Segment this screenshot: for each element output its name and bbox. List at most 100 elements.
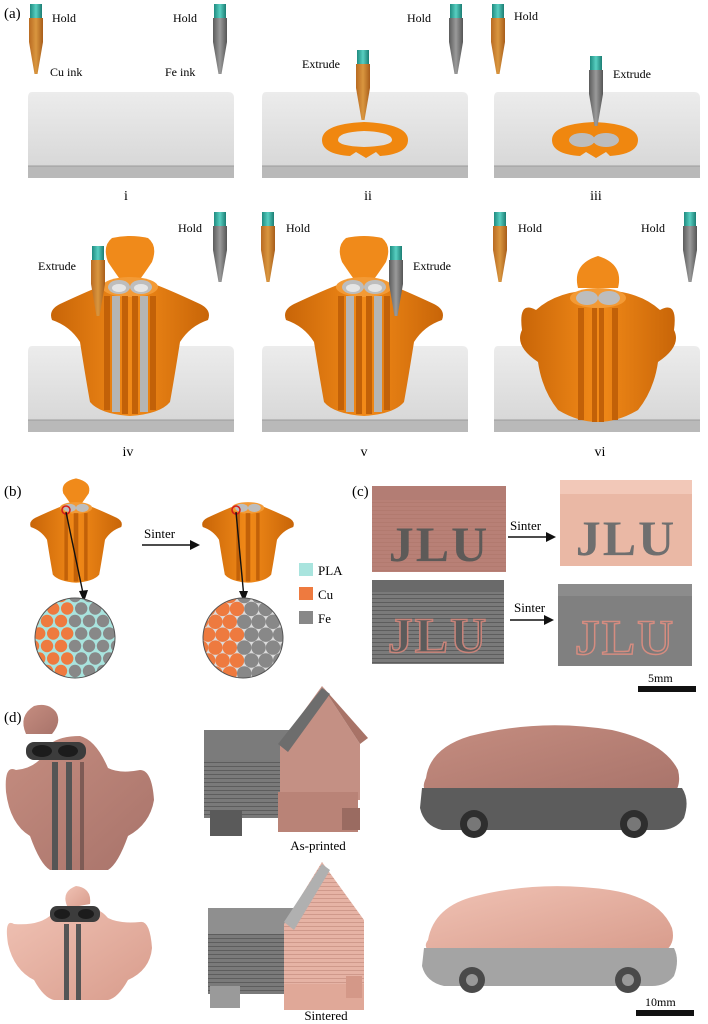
house-sintered <box>208 862 364 1010</box>
particle <box>265 614 281 629</box>
particle <box>302 679 316 693</box>
particle <box>222 640 237 655</box>
green-part-model <box>30 478 122 583</box>
legend-label-fe: Fe <box>318 611 331 626</box>
particle <box>237 666 252 678</box>
particle <box>208 614 223 629</box>
hold-tag: Hold <box>407 11 431 25</box>
panel-c-label: (c) <box>352 484 369 500</box>
particle <box>258 627 273 642</box>
step-numeral: iv <box>123 445 134 460</box>
hold-tag: Hold <box>514 9 538 23</box>
particle <box>103 677 115 678</box>
step-iv: Extrude Hold iv <box>27 212 235 460</box>
particle <box>237 640 252 655</box>
fe-nozzle-icon <box>449 4 463 74</box>
car-as-printed <box>420 725 687 838</box>
particle <box>273 627 283 642</box>
cu-nozzle-icon <box>29 4 43 74</box>
sintered-part-model <box>202 502 294 583</box>
fe-nozzle-icon <box>683 212 697 282</box>
block-letters: JLU <box>576 510 676 566</box>
particle <box>35 598 40 603</box>
step-i: Hold Cu ink Hold Fe ink i <box>27 4 235 204</box>
cu-ink-tag: Cu ink <box>50 65 82 79</box>
particle <box>237 598 252 604</box>
particle <box>125 590 137 602</box>
particle <box>259 679 273 693</box>
particle <box>125 640 137 652</box>
particle <box>273 679 287 693</box>
particle <box>47 652 60 665</box>
sinter-label: Sinter <box>144 526 176 541</box>
sinter-arrow-head <box>546 532 556 542</box>
step-ii: Extrude Hold ii <box>261 4 469 204</box>
zoom-pointer-head <box>79 590 88 602</box>
particle <box>229 653 245 668</box>
particle <box>280 598 283 604</box>
particle <box>125 615 137 627</box>
sintered-particle-view <box>201 597 316 693</box>
panel-b-label: (b) <box>4 484 22 500</box>
legend-swatch-cu <box>299 587 313 600</box>
printed-ring <box>322 122 408 158</box>
particle <box>280 614 283 629</box>
sinter-arrow-head <box>190 540 200 550</box>
step-numeral: ii <box>364 189 372 204</box>
zoom-pointer-head <box>239 591 248 602</box>
part-sintered <box>6 886 152 1000</box>
scale-bar-label: 10mm <box>645 995 676 1009</box>
step-vi: Hold Hold vi <box>493 212 701 460</box>
particle <box>117 652 129 664</box>
part-model-complete <box>520 256 676 422</box>
step-numeral: iii <box>590 189 602 204</box>
particle <box>222 614 237 629</box>
extrude-tag: Extrude <box>38 259 76 273</box>
sinter-label: Sinter <box>510 518 542 533</box>
legend: PLA Cu Fe <box>299 563 343 626</box>
particle <box>208 598 223 604</box>
particle <box>287 679 301 693</box>
particle <box>287 653 301 667</box>
sinter-label: Sinter <box>514 600 546 615</box>
particle <box>265 598 281 604</box>
particle <box>40 598 54 603</box>
hold-tag: Hold <box>178 221 202 235</box>
legend-swatch-pla <box>299 563 313 576</box>
particle <box>244 601 259 617</box>
particle <box>215 679 229 693</box>
caption-as-printed: As-printed <box>290 838 346 853</box>
sinter-arrow-head <box>544 615 554 625</box>
particle <box>40 639 54 653</box>
extrude-tag: Extrude <box>613 67 651 81</box>
particle <box>302 653 316 667</box>
particle <box>68 639 82 653</box>
particle <box>203 598 209 604</box>
particle <box>208 666 223 678</box>
particle <box>125 665 137 677</box>
particle <box>60 602 74 615</box>
particle <box>68 614 82 628</box>
particle <box>60 677 74 678</box>
panel-a-label: (a) <box>4 6 21 22</box>
particle <box>287 628 301 642</box>
particle <box>96 614 110 628</box>
fe-block-sintered: JLU <box>558 584 692 666</box>
cu-block-as-printed: JLU <box>372 486 506 572</box>
step-numeral: v <box>361 445 368 460</box>
particle <box>251 666 266 678</box>
particle <box>60 627 74 640</box>
legend-label-pla: PLA <box>318 563 343 578</box>
scale-bar-label: 5mm <box>648 671 673 685</box>
particle <box>201 679 215 693</box>
cu-nozzle-icon <box>491 4 505 74</box>
cu-nozzle-icon <box>493 212 507 282</box>
particle <box>75 602 88 615</box>
particle <box>75 677 88 678</box>
particle <box>258 653 273 668</box>
particle <box>265 666 281 678</box>
particle <box>244 653 259 668</box>
hold-tag: Hold <box>52 11 76 25</box>
zoom-pointer <box>235 511 245 599</box>
